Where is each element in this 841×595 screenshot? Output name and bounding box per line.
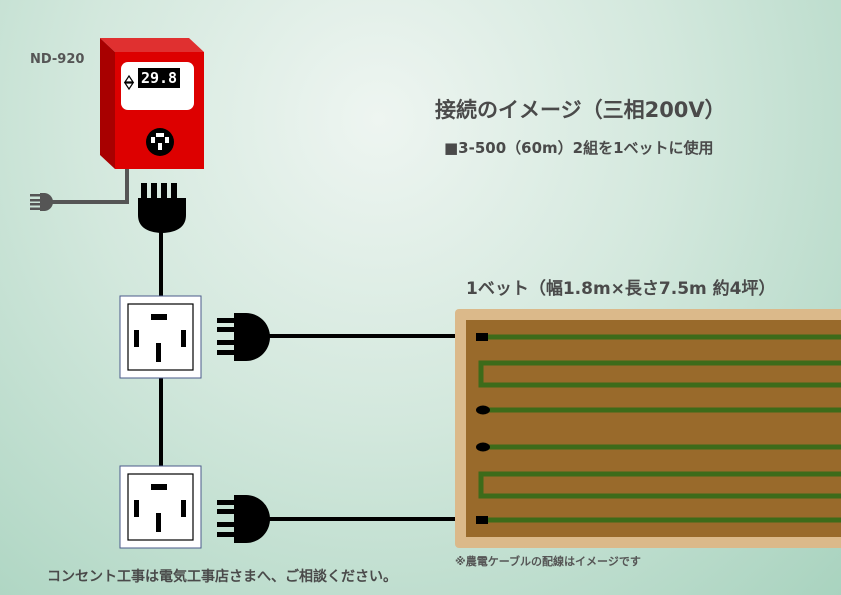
temperature-display: 29.8 <box>138 68 180 88</box>
heater-plug-icon-2 <box>217 495 270 543</box>
seedbed <box>455 309 841 548</box>
wall-outlet-1 <box>119 295 202 379</box>
diagram-title: 接続のイメージ（三相200V） <box>435 98 726 122</box>
controller-model-label: ND-920 <box>30 52 85 67</box>
small-plug-icon <box>30 193 53 211</box>
power-cord <box>52 169 129 204</box>
main-cable <box>159 232 487 521</box>
controller-box <box>100 38 204 169</box>
three-phase-plug-icon <box>138 183 186 233</box>
heating-cable <box>478 334 841 523</box>
diagram-subtitle: ■3-500（60m）2組を1ベットに使用 <box>444 139 714 157</box>
up-down-arrow-icon <box>123 74 135 91</box>
wiring-note: ※農電ケーブルの配線はイメージです <box>455 555 641 568</box>
heater-plug-icon-1 <box>217 313 270 361</box>
wall-outlet-2 <box>119 465 202 549</box>
footer-note: コンセント工事は電気工事店さまへ、ご相談ください。 <box>47 569 397 585</box>
outlet-icon <box>146 128 174 156</box>
bed-label: 1ベット（幅1.8m×長さ7.5m 約4坪） <box>466 279 776 299</box>
